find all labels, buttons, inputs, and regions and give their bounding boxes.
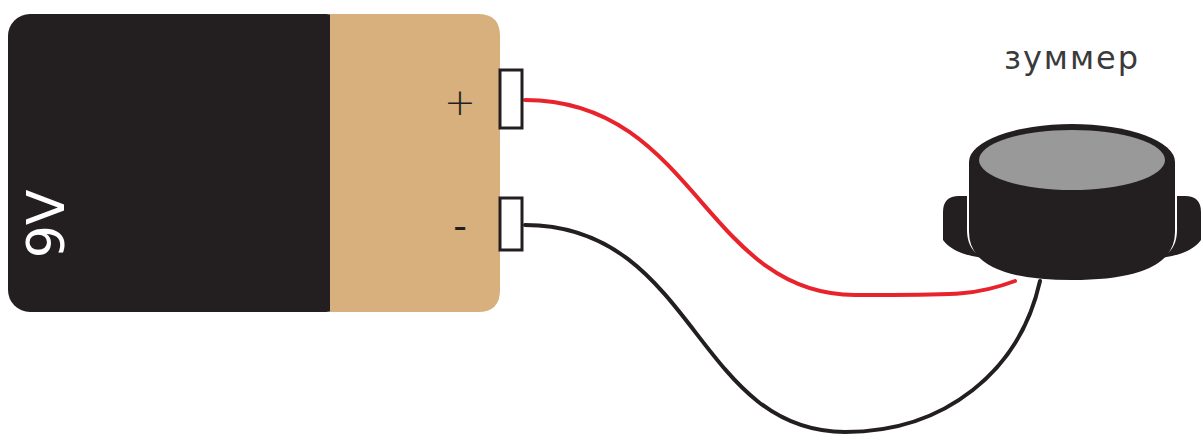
wire [525,225,1040,432]
plus-terminal-label: + [444,83,476,121]
minus-terminal-label: - [453,207,467,245]
battery: 9V + - [8,14,525,312]
buzzer-label: зуммер [1004,42,1140,74]
buzzer-shape [943,120,1201,285]
voltage-label: 9V [20,190,72,259]
buzzer: зуммер [943,120,1201,285]
battery-shape [8,14,525,312]
wire [525,100,1015,295]
